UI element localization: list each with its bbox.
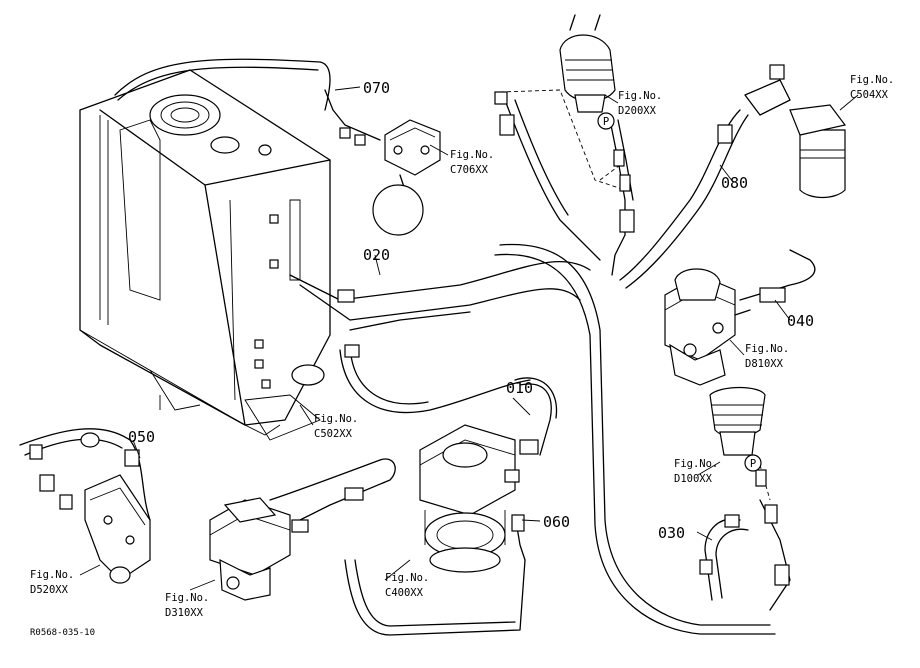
fig-code: D100XX bbox=[674, 473, 713, 485]
fig-code: C502XX bbox=[314, 428, 353, 440]
fig-ref-d810: Fig.No. D810XX bbox=[745, 343, 789, 370]
fig-code: D520XX bbox=[30, 584, 69, 596]
part-label-010: 010 bbox=[506, 379, 533, 397]
fig-ref-c502: Fig.No. C502XX bbox=[314, 413, 358, 440]
fig-ref-c400: Fig.No. C400XX bbox=[385, 572, 429, 599]
part-label-020: 020 bbox=[363, 246, 390, 264]
valve-c706 bbox=[372, 119, 441, 236]
fig-ref-d520: Fig.No. D520XX bbox=[30, 569, 74, 596]
fig-prefix: Fig.No. bbox=[450, 149, 494, 161]
pilot-valve-d200 bbox=[559, 14, 635, 276]
fig-prefix: Fig.No. bbox=[745, 343, 789, 355]
fig-code: C400XX bbox=[385, 587, 424, 599]
hydraulic-tank bbox=[79, 69, 331, 441]
fig-ref-d100: Fig.No. D100XX bbox=[674, 458, 718, 485]
fig-prefix: Fig.No. bbox=[385, 572, 429, 584]
pilot-marker-1: P bbox=[597, 112, 615, 130]
fig-prefix: Fig.No. bbox=[165, 592, 209, 604]
bracket-d520 bbox=[29, 432, 151, 584]
fig-ref-c706: Fig.No. C706XX bbox=[450, 149, 494, 176]
pilot-marker-2: P bbox=[744, 454, 762, 472]
fig-prefix: Fig.No. bbox=[850, 74, 894, 86]
pilot-valve-d100 bbox=[709, 386, 790, 586]
fig-code: D810XX bbox=[745, 358, 784, 370]
leader-lines bbox=[79, 86, 859, 591]
part-label-080: 080 bbox=[721, 174, 748, 192]
fig-code: D200XX bbox=[618, 105, 657, 117]
fig-code: C706XX bbox=[450, 164, 489, 176]
fig-prefix: Fig.No. bbox=[618, 90, 662, 102]
part-label-060: 060 bbox=[543, 513, 570, 531]
part-label-040: 040 bbox=[787, 312, 814, 330]
fig-ref-d200: Fig.No. D200XX bbox=[618, 90, 662, 117]
fig-prefix: Fig.No. bbox=[674, 458, 718, 470]
fig-prefix: Fig.No. bbox=[30, 569, 74, 581]
filter-c504 bbox=[744, 64, 847, 199]
drawing-code: R0568-035-10 bbox=[30, 628, 95, 638]
part-label-030: 030 bbox=[658, 524, 685, 542]
fig-ref-d310: Fig.No. D310XX bbox=[165, 592, 209, 619]
part-label-070: 070 bbox=[363, 79, 390, 97]
part-label-050: 050 bbox=[128, 428, 155, 446]
pilot-marker-label: P bbox=[603, 116, 609, 128]
pilot-marker-label: P bbox=[750, 458, 756, 470]
fig-code: C504XX bbox=[850, 89, 889, 101]
pump-c400 bbox=[419, 424, 525, 573]
fittings bbox=[124, 91, 740, 575]
fig-prefix: Fig.No. bbox=[314, 413, 358, 425]
fig-code: D310XX bbox=[165, 607, 204, 619]
valve-d810 bbox=[664, 268, 786, 386]
fig-ref-c504: Fig.No. C504XX bbox=[850, 74, 894, 101]
valve-d310 bbox=[209, 487, 364, 601]
